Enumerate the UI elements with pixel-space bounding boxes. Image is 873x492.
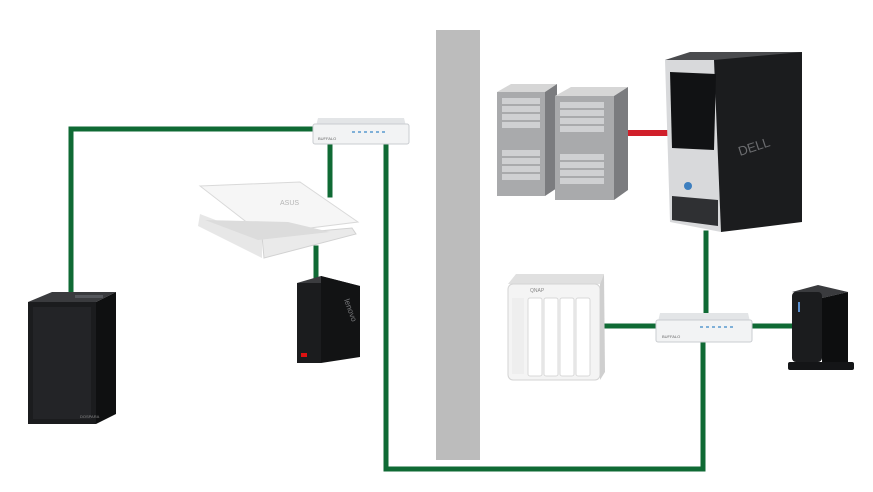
left-tower-pc: DOSPARA	[28, 292, 116, 424]
nas-brand: QNAP	[530, 288, 545, 294]
left-tower-pc-brand: DOSPARA	[80, 414, 100, 419]
switch-top-brand: BUFFALO	[318, 136, 336, 141]
cable-left-pc-to-switch	[68, 126, 319, 295]
cable-switch-to-lower-switch	[383, 139, 706, 472]
nas: QNAP	[507, 274, 605, 381]
switch-bottom-brand: BUFFALO	[662, 334, 680, 339]
laptop-brand: ASUS	[280, 200, 299, 207]
cable-group	[68, 126, 795, 472]
switch-top: BUFFALO	[312, 118, 410, 145]
raid-array-b	[555, 87, 628, 200]
partition-wall	[436, 30, 480, 460]
mini-pc: lenovo	[297, 276, 360, 363]
switch-bottom: BUFFALO	[655, 313, 753, 343]
raid-array-a	[497, 84, 557, 196]
wifi-router	[788, 285, 854, 370]
workstation: DELL	[665, 52, 802, 232]
laptop: ASUS	[198, 181, 360, 259]
